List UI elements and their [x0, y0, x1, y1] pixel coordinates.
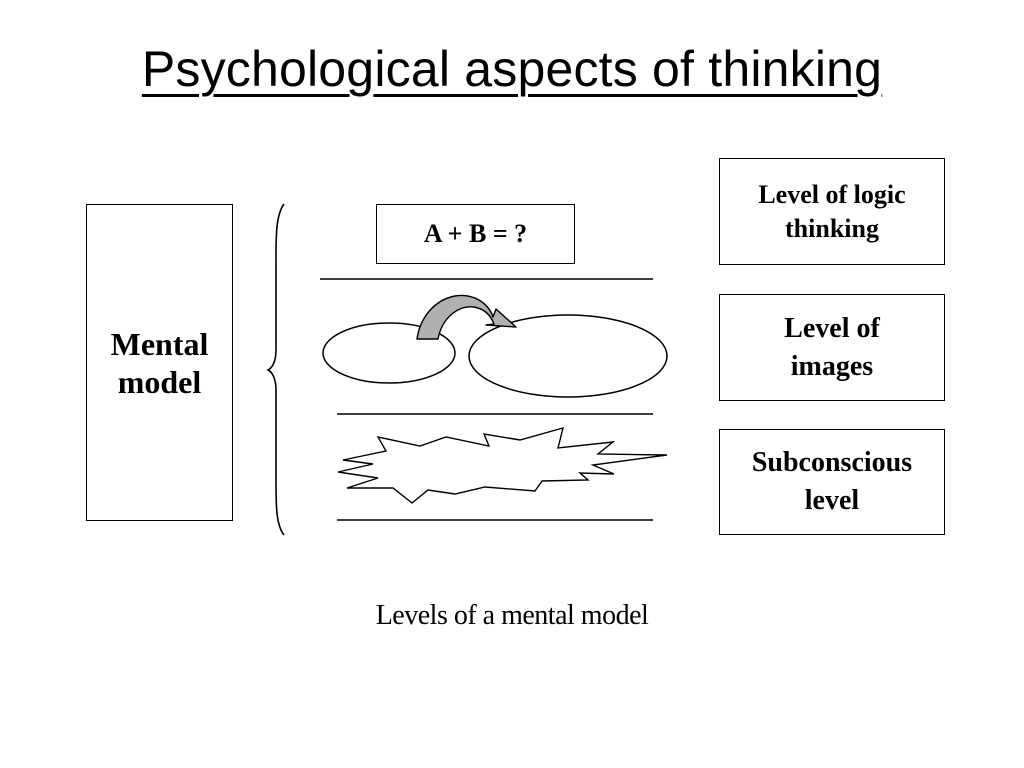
- curly-brace: [266, 203, 285, 536]
- level-images-line1: Level of: [784, 312, 880, 344]
- mental-model-box: Mental model: [86, 204, 233, 521]
- slide-title: Psychological aspects of thinking: [141, 41, 883, 97]
- subconscious-burst: [337, 427, 668, 504]
- curved-arrow: [416, 294, 517, 340]
- level-subconscious-line1: Subconscious: [751, 447, 913, 478]
- level-logic-line2: thinking: [785, 213, 879, 243]
- mental-model-line2: model: [117, 363, 202, 400]
- level-images-box: Level of images: [719, 294, 945, 401]
- level-subconscious-line2: level: [804, 485, 860, 516]
- level-subconscious-box: Subconscious level: [719, 429, 945, 535]
- equation-box: A + B = ?: [376, 204, 575, 264]
- image-ellipse-large: [468, 314, 668, 398]
- mental-model-line1: Mental: [110, 325, 209, 362]
- diagram-caption: Levels of a mental model: [375, 600, 649, 631]
- level-logic-box: Level of logic thinking: [719, 158, 945, 265]
- equation-text: A + B = ?: [423, 219, 528, 248]
- level-images-line2: images: [790, 350, 874, 382]
- level-logic-line1: Level of logic: [758, 179, 906, 209]
